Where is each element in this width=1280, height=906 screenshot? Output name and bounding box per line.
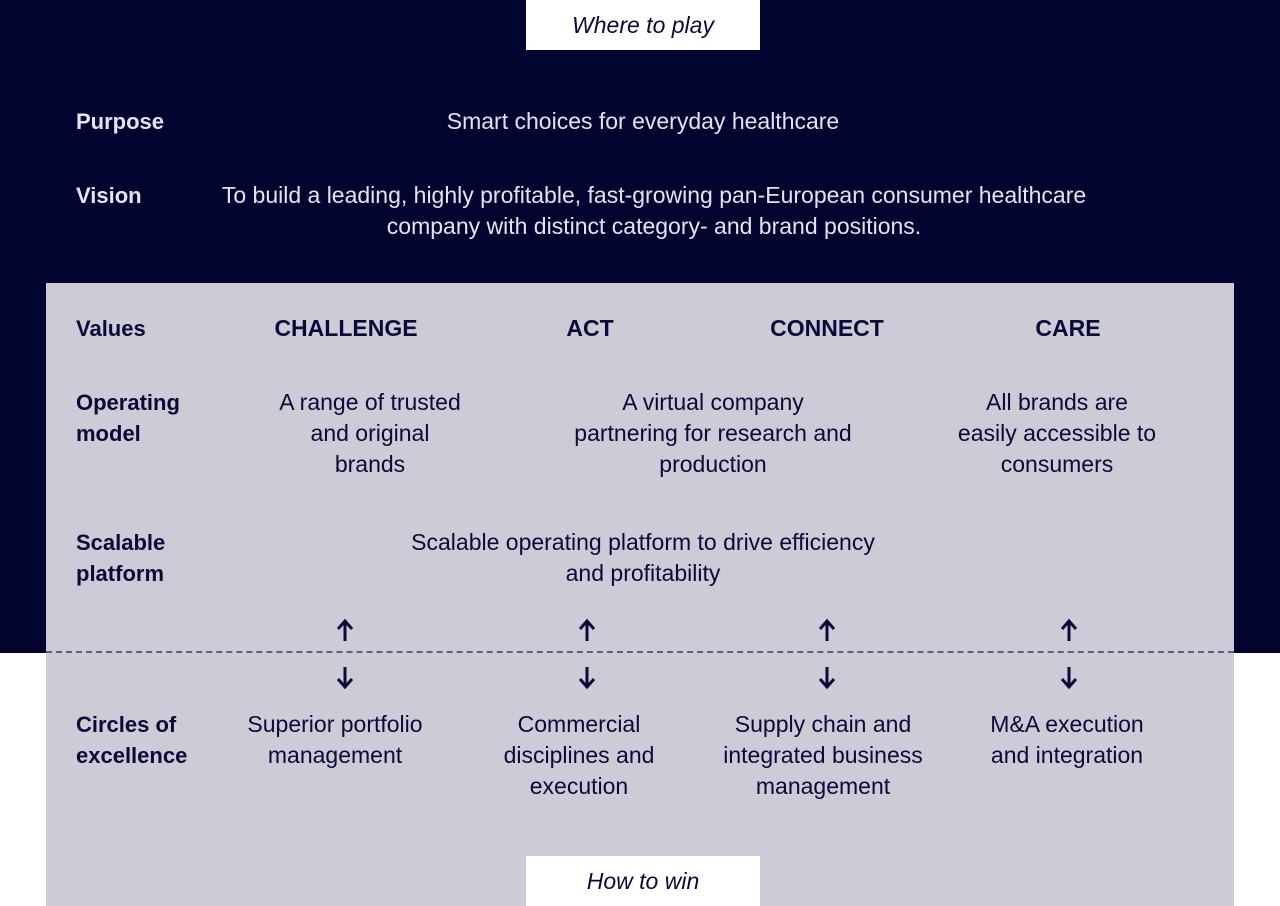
text-line: and profitability [565,560,721,586]
down-arrow-icon [572,662,602,692]
text-line: and original [310,420,430,446]
text-line: partnering for research and [574,420,852,446]
text-line: production [659,451,767,477]
vision-line: To build a leading, highly profitable, f… [221,182,1087,208]
purpose-label: Purpose [76,109,165,134]
circle-portfolio-management: Superior portfolio management [225,709,445,771]
label-line: platform [76,561,164,586]
circles-of-excellence-label: Circles of excellence [76,709,187,771]
text-line: execution [529,773,629,799]
up-arrow-icon [572,616,602,646]
vision-text: To build a leading, highly profitable, f… [160,180,1148,242]
text-line: disciplines and [503,742,655,768]
where-to-play-tab: Where to play [526,0,760,50]
text-line: A virtual company [622,389,804,415]
label-line: model [76,421,141,446]
value-challenge: CHALLENGE [274,315,418,341]
scalable-platform-text: Scalable operating platform to drive eff… [360,527,926,589]
how-to-win-panel [46,283,1234,906]
label-line: Scalable [76,530,166,555]
text-line: All brands are [986,389,1128,415]
circle-ma-execution: M&A execution and integration [962,709,1172,771]
values-label: Values [76,316,146,341]
text-line: brands [334,451,406,477]
label-line: excellence [76,743,188,768]
vision-line: company with distinct category- and bran… [386,213,922,239]
operating-model-virtual-company: A virtual company partnering for researc… [548,387,878,480]
up-arrow-icon [1054,616,1084,646]
value-connect: CONNECT [770,315,884,341]
down-arrow-icon [1054,662,1084,692]
text-line: integrated business [723,742,923,768]
label-line: Circles of [76,712,177,737]
text-line: Scalable operating platform to drive eff… [411,529,875,555]
text-line: M&A execution [990,711,1144,737]
purpose-text: Smart choices for everyday healthcare [446,108,840,134]
text-line: Supply chain and [734,711,912,737]
up-arrow-icon [330,616,360,646]
operating-model-accessible: All brands are easily accessible to cons… [932,387,1182,480]
down-arrow-icon [330,662,360,692]
text-line: and integration [990,742,1144,768]
divider-line [46,651,1234,653]
text-line: management [755,773,891,799]
text-line: easily accessible to [957,420,1157,446]
text-line: management [267,742,403,768]
circle-commercial-disciplines: Commercial disciplines and execution [479,709,679,802]
label-line: Operating [76,390,180,415]
value-care: CARE [1035,315,1101,341]
vision-label: Vision [76,183,142,208]
text-line: Superior portfolio [247,711,423,737]
how-to-win-tab: How to win [526,856,760,906]
scalable-platform-label: Scalable platform [76,527,165,589]
text-line: Commercial [517,711,641,737]
operating-model-brands: A range of trusted and original brands [250,387,490,480]
down-arrow-icon [812,662,842,692]
operating-model-label: Operating model [76,387,180,449]
value-act: ACT [566,315,614,341]
circle-supply-chain: Supply chain and integrated business man… [703,709,943,802]
text-line: A range of trusted [279,389,461,415]
up-arrow-icon [812,616,842,646]
text-line: consumers [1000,451,1114,477]
